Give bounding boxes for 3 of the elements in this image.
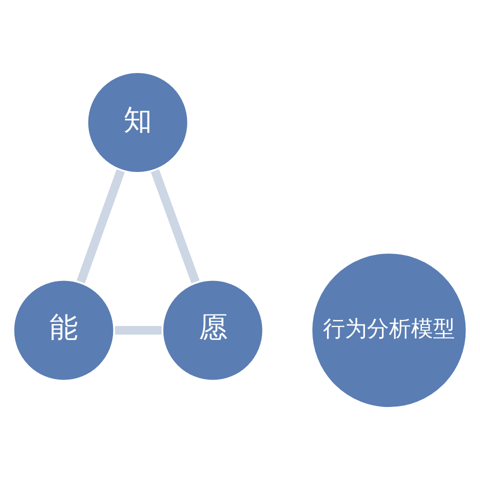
connector (114, 326, 162, 335)
connector (76, 169, 125, 284)
connector (150, 169, 200, 284)
